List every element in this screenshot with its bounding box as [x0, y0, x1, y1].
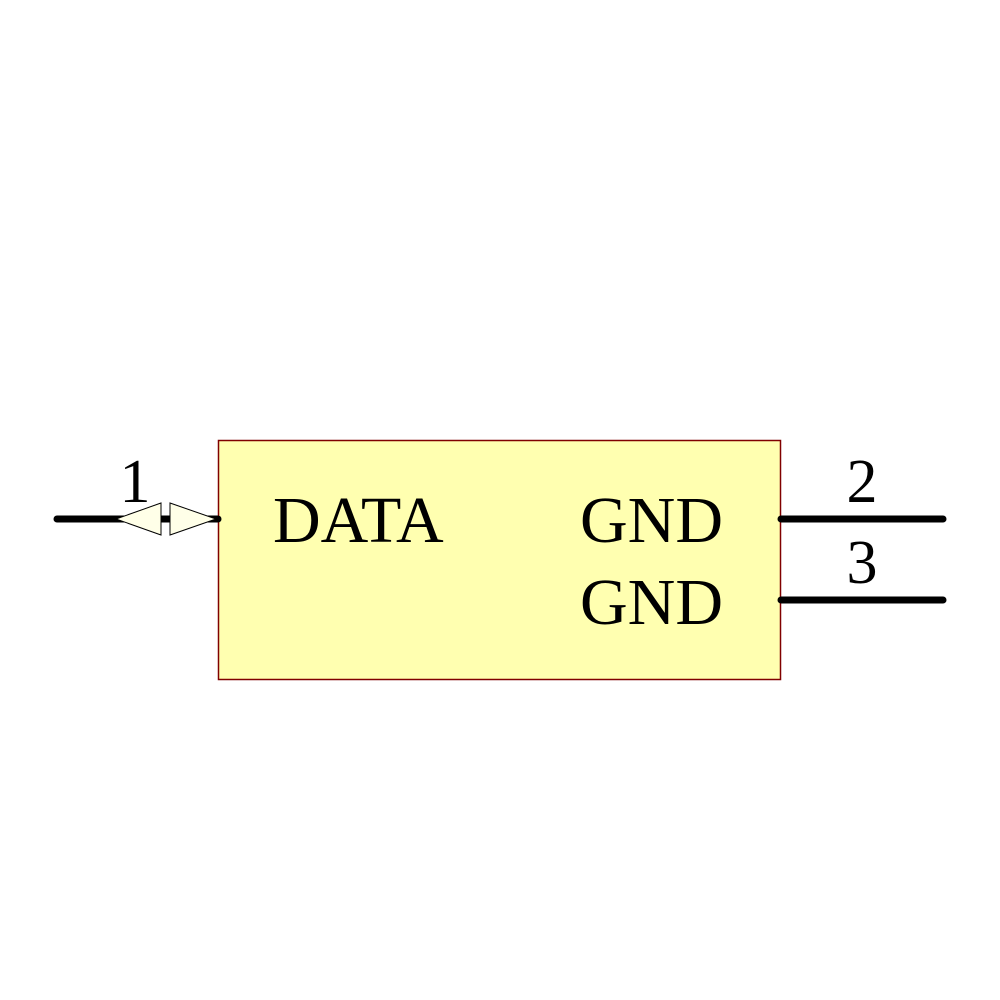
pin-1[interactable]: 1	[53, 448, 222, 536]
pin-3[interactable]: 3	[777, 529, 947, 604]
pin-name-data: DATA	[273, 484, 444, 557]
component-body[interactable]	[217, 439, 782, 681]
pin-name-gnd-3: GND	[580, 566, 723, 639]
pin-number-1: 1	[120, 448, 151, 516]
bidirectional-arrow-left-icon	[114, 502, 162, 536]
pin-number-3: 3	[847, 529, 878, 597]
pin-name-gnd-2: GND	[580, 484, 723, 557]
bidirectional-arrow-right-icon	[169, 502, 218, 536]
pin-2[interactable]: 2	[777, 448, 947, 523]
pin-number-2: 2	[847, 448, 878, 516]
